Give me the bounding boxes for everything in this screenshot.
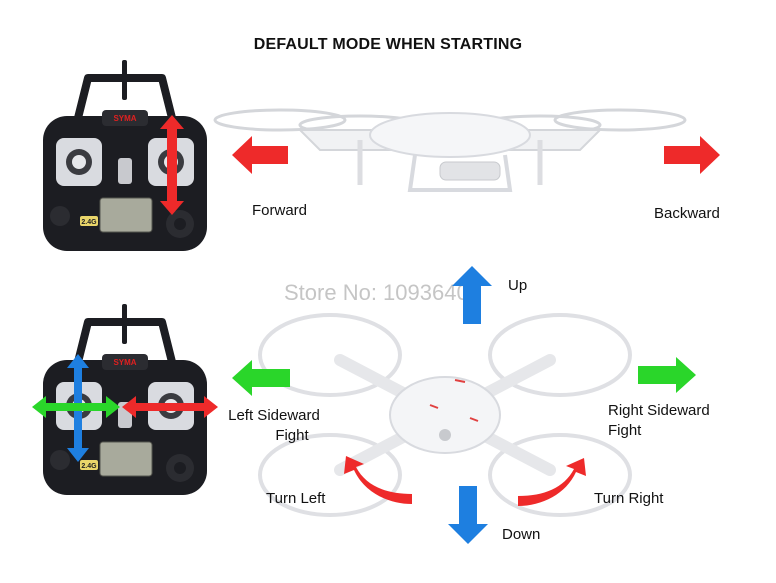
watermark-text: Store No: 1093640: [284, 280, 469, 305]
arrow-down-icon: [448, 486, 488, 544]
remote-controller-top: SYMA 2.4G: [43, 60, 207, 251]
label-right-sideward-line2: Fight: [608, 422, 642, 439]
remote-brand-label: SYMA: [113, 114, 136, 123]
arrow-up-icon: [452, 266, 492, 324]
drone-top-view: [258, 313, 632, 517]
label-left-sideward: Left Sideward Fight: [222, 406, 326, 446]
label-up: Up: [508, 277, 528, 294]
label-down: Down: [502, 526, 541, 543]
label-left-sideward-line1: Left Sideward: [228, 407, 320, 424]
label-turn-left: Turn Left: [266, 490, 326, 507]
drone-side-view: [213, 108, 687, 192]
arrow-backward-icon: [664, 136, 720, 174]
arrow-turn-right-icon: [518, 458, 586, 506]
label-backward: Backward: [654, 205, 720, 222]
arrow-throttle-forward-backward-icon: [160, 115, 184, 215]
label-right-sideward-line1: Right Sideward: [608, 402, 710, 419]
remote-frequency-label: 2.4G: [81, 463, 97, 470]
page-title: DEFAULT MODE WHEN STARTING: [253, 36, 523, 53]
remote-brand-label: SYMA: [113, 358, 136, 367]
arrow-right-sideward-icon: [638, 357, 696, 393]
arrow-turn-stick-icon: [32, 396, 120, 418]
label-left-sideward-line2: Fight: [275, 427, 309, 444]
remote-frequency-label: 2.4G: [81, 219, 97, 226]
arrow-turn-left-icon: [344, 456, 412, 504]
label-forward: Forward: [252, 202, 308, 219]
label-right-sideward: Right Sideward Fight: [608, 401, 710, 441]
arrow-left-sideward-icon: [232, 360, 290, 396]
arrow-sideward-stick-icon: [122, 396, 218, 418]
label-turn-right: Turn Right: [594, 490, 664, 507]
arrow-forward-icon: [232, 136, 288, 174]
